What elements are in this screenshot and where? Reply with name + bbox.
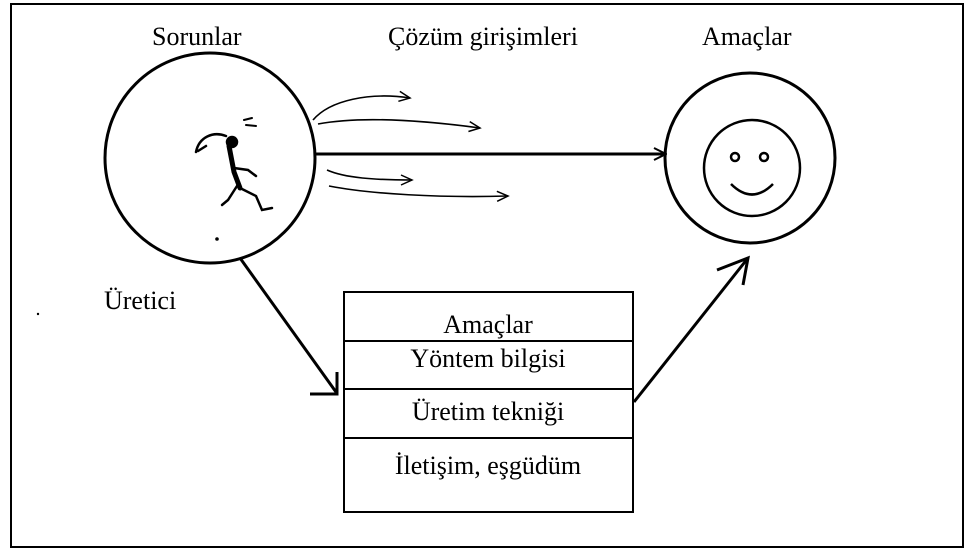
box-item-communication-coordination: İletişim, eşgüdüm	[395, 451, 581, 480]
box-item-goals: Amaçlar	[443, 310, 533, 339]
box-item-method-knowledge: Yöntem bilgisi	[410, 344, 565, 373]
box-item-production-technique: Üretim tekniği	[412, 397, 564, 426]
box-to-goals-arrow	[632, 255, 750, 403]
goals-circle	[663, 71, 837, 245]
solution-attempt-arrows	[312, 90, 510, 202]
smiley-face-icon	[702, 118, 802, 218]
producer-knowledge-box	[343, 291, 634, 513]
dot-mark-left	[36, 312, 40, 316]
header-solution-attempts: Çözüm girişimleri	[388, 22, 578, 51]
dot-mark	[215, 237, 219, 241]
diagram-frame	[10, 3, 964, 548]
problems-circle	[103, 51, 317, 265]
struggling-person-icon	[194, 117, 274, 212]
producer-label: Üretici	[104, 286, 176, 315]
header-goals: Amaçlar	[702, 22, 792, 51]
producer-to-box-arrow	[238, 257, 339, 396]
header-problems: Sorunlar	[152, 22, 242, 51]
